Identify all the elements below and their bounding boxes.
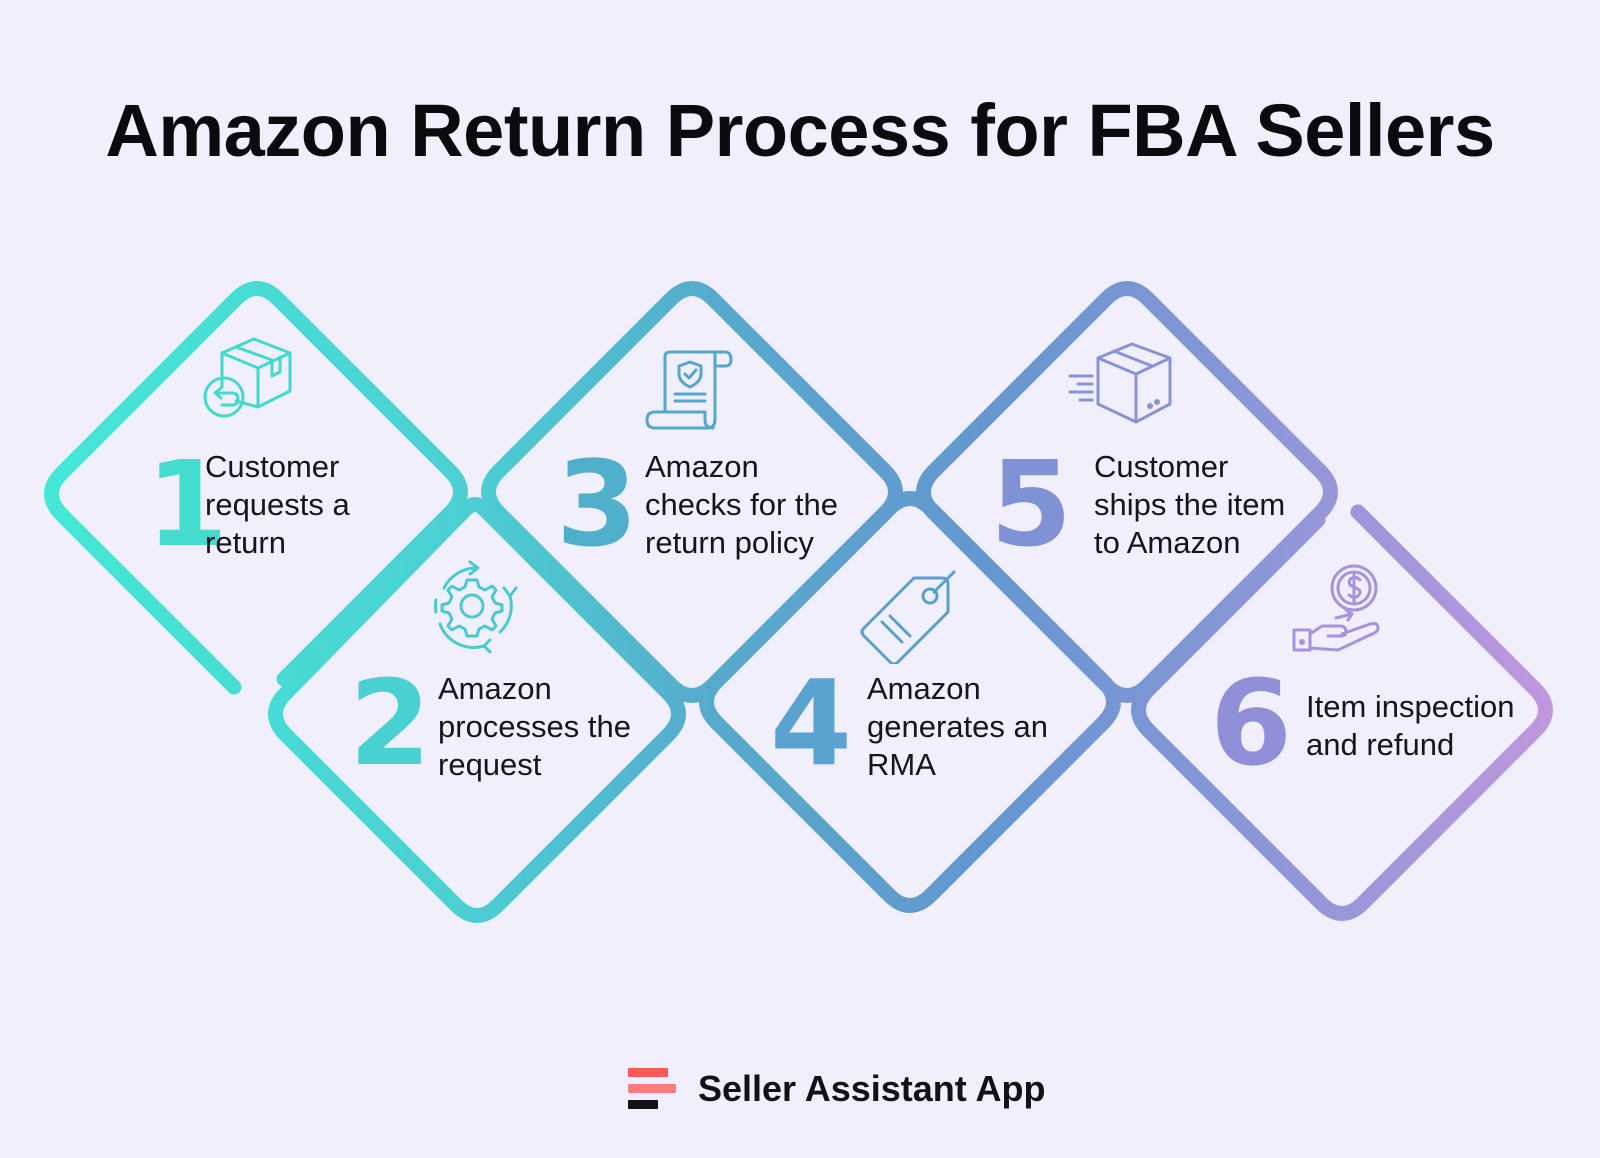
logo-bar-middle: [628, 1084, 676, 1093]
step-number-3: 3: [556, 435, 639, 573]
brand-footer: Seller Assistant App: [628, 1068, 1045, 1110]
step-number-1: 1: [146, 435, 229, 573]
brand-name: Seller Assistant App: [698, 1068, 1046, 1109]
hand-coin-icon: [1292, 564, 1380, 652]
shipping-box-icon: [1068, 342, 1172, 424]
step-number-5: 5: [990, 435, 1073, 573]
step-text-4: Amazon generates an RMA: [867, 671, 1048, 782]
step-number-2: 2: [349, 654, 432, 792]
return-box-icon: [203, 337, 292, 418]
step-text-1: Customer requests a return: [205, 449, 350, 560]
diamond-frame-1: [44, 281, 468, 695]
brand-logo-icon: [628, 1068, 676, 1110]
policy-scroll-icon: [645, 350, 733, 430]
page-title: Amazon Return Process for FBA Sellers: [105, 89, 1495, 172]
logo-bar-top: [628, 1068, 668, 1077]
step-text-2: Amazon processes the request: [438, 671, 631, 782]
gear-cycle-icon: [433, 560, 518, 654]
diamond-frame-6: [1131, 504, 1553, 921]
step-text-5: Customer ships the item to Amazon: [1094, 449, 1286, 560]
logo-bar-bottom: [628, 1100, 658, 1109]
step-text-6: Item inspection and refund: [1306, 689, 1515, 762]
step-number-6: 6: [1210, 654, 1293, 792]
step-number-4: 4: [770, 654, 853, 792]
step-text-3: Amazon checks for the return policy: [645, 449, 838, 560]
price-tag-icon: [860, 570, 956, 664]
